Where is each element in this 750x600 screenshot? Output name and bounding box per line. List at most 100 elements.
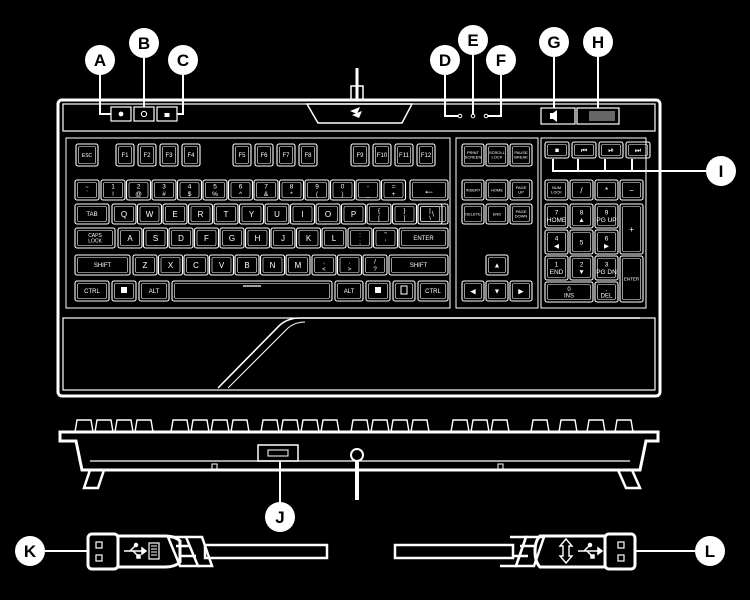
key-f6[interactable]: F6	[254, 143, 274, 167]
key-f5[interactable]: F5	[232, 143, 252, 167]
key-f12[interactable]: F12	[416, 143, 436, 167]
key-f8[interactable]: F8	[298, 143, 318, 167]
key-k[interactable]: K	[295, 227, 322, 249]
key-4[interactable]: 4$	[176, 179, 203, 201]
key-media-3[interactable]: ⏭	[625, 141, 651, 159]
key-enter[interactable]: ENTER	[398, 227, 449, 249]
key-g[interactable]: G	[219, 227, 245, 249]
key-numpad-9[interactable]: 9PG UP	[594, 203, 619, 229]
key-arrow-left[interactable]: ◀	[461, 280, 485, 302]
key-numpad-sym[interactable]: −	[619, 179, 644, 201]
key-m[interactable]: M	[285, 254, 311, 276]
key-ctrl-right[interactable]: CTRL	[417, 280, 449, 302]
key-shift-left[interactable]: SHIFT	[74, 254, 131, 276]
key-v[interactable]: V	[208, 254, 235, 276]
key-z[interactable]: Z	[132, 254, 158, 276]
key-5[interactable]: 5%	[202, 179, 228, 201]
key-t[interactable]: T	[213, 203, 239, 225]
key-r[interactable]: R	[187, 203, 214, 225]
key-7[interactable]: 7&	[253, 179, 279, 201]
key-tab[interactable]: TAB	[74, 203, 110, 225]
key-h[interactable]: H	[244, 227, 271, 249]
key-a[interactable]: A	[117, 227, 143, 249]
key-alt-left[interactable]: ALT	[138, 280, 170, 302]
key-6[interactable]: 6^	[227, 179, 254, 201]
key-3[interactable]: 3#	[151, 179, 177, 201]
key-punct-0[interactable]: :;	[347, 227, 373, 249]
key-numpad-6[interactable]: 6▶	[594, 229, 619, 255]
key-1[interactable]: 1!	[100, 179, 126, 201]
key-insert[interactable]: INSERT	[461, 179, 485, 201]
key-f2[interactable]: F2	[137, 143, 157, 167]
key-n[interactable]: N	[259, 254, 286, 276]
key-bracket-2[interactable]: |\	[417, 203, 443, 225]
mute-button[interactable]	[540, 107, 576, 125]
key-arrow-down[interactable]: ▼	[485, 280, 509, 302]
key-u[interactable]: U	[264, 203, 290, 225]
usb-passthrough-port[interactable]	[257, 444, 299, 462]
key-0[interactable]: 0)	[329, 179, 356, 201]
key-media-0[interactable]: ■	[544, 141, 570, 159]
key-c[interactable]: C	[183, 254, 209, 276]
key-f1[interactable]: F1	[115, 143, 135, 167]
key-shift-right[interactable]: SHIFT	[388, 254, 449, 276]
key-sym[interactable]: =+	[380, 179, 407, 201]
key-o[interactable]: O	[315, 203, 341, 225]
key-arrow-right[interactable]: ▶	[509, 280, 533, 302]
key-menu[interactable]	[392, 280, 416, 302]
key-s[interactable]: S	[142, 227, 169, 249]
key-end[interactable]: END	[485, 203, 509, 225]
key-numpad-5[interactable]: 5	[569, 229, 594, 255]
key-l[interactable]: L	[321, 227, 347, 249]
key-q[interactable]: Q	[111, 203, 137, 225]
key-punct-1[interactable]: "'	[372, 227, 399, 249]
key-x[interactable]: X	[157, 254, 184, 276]
key-backspace[interactable]: ←	[409, 179, 449, 201]
key-f3[interactable]: F3	[159, 143, 179, 167]
key-w[interactable]: W	[136, 203, 163, 225]
key-i[interactable]: I	[289, 203, 316, 225]
key-8[interactable]: 8*	[278, 179, 305, 201]
key-f10[interactable]: F10	[372, 143, 392, 167]
key-backtick[interactable]: ~`	[74, 179, 100, 201]
key-punct-b2[interactable]: /?	[362, 254, 388, 276]
key-numpad-dot[interactable]: .DEL	[594, 281, 619, 303]
key-j[interactable]: J	[270, 227, 296, 249]
key-esc[interactable]: ESC	[75, 143, 99, 167]
key-win-right[interactable]	[365, 280, 391, 302]
key-numpad-plus[interactable]: +	[619, 203, 644, 255]
key-ctrl-left[interactable]: CTRL	[74, 280, 110, 302]
key-arrow-up[interactable]: ▲	[485, 254, 509, 276]
key-f11[interactable]: F11	[394, 143, 414, 167]
key-f7[interactable]: F7	[276, 143, 296, 167]
key-b[interactable]: B	[234, 254, 260, 276]
key-f[interactable]: F	[193, 227, 220, 249]
key-numpad-3[interactable]: 3PG DN	[594, 255, 619, 281]
key-media-1[interactable]: ⏮	[571, 141, 597, 159]
key-sym[interactable]: -_	[355, 179, 381, 201]
key-numpad-2[interactable]: 2▼	[569, 255, 594, 281]
key-f4[interactable]: F4	[181, 143, 201, 167]
key-2[interactable]: 2@	[125, 179, 152, 201]
key-win-left[interactable]	[111, 280, 137, 302]
brightness-button[interactable]	[133, 106, 155, 122]
key-delete[interactable]: DELETE	[461, 203, 485, 225]
key-e[interactable]: E	[162, 203, 188, 225]
key-numpad-4[interactable]: 4◀	[544, 229, 569, 255]
key-media-2[interactable]: ⏯	[598, 141, 624, 159]
key-punct-b1[interactable]: .>	[336, 254, 363, 276]
key-space[interactable]	[171, 280, 333, 302]
key-numpad-enter[interactable]: ENTER	[619, 255, 644, 303]
key-numpad-8[interactable]: 8▲	[569, 203, 594, 229]
key-punct-b0[interactable]: ,<	[311, 254, 337, 276]
key-d[interactable]: D	[168, 227, 194, 249]
